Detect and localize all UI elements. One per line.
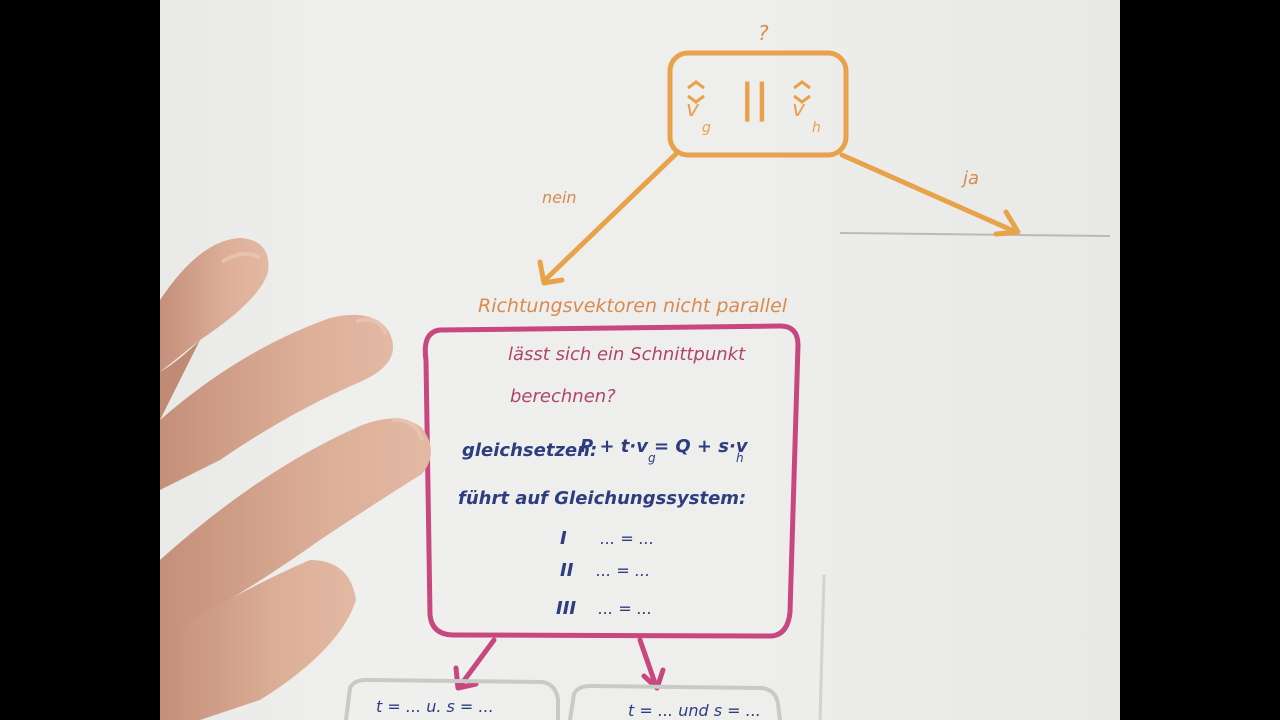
vector-g-label: v (686, 97, 700, 122)
paper-crease-line (839, 232, 1111, 237)
fingernail-1 (220, 251, 262, 264)
vector-arrow-icon (793, 80, 811, 104)
parallel-check-box (667, 50, 849, 158)
equation-system: I ... = ... II ... = ... III ... = ... (556, 528, 654, 619)
arrow-result-right (637, 637, 659, 689)
equation: P + t·v g = Q + s·v h (580, 436, 749, 465)
paper-edge-line (818, 574, 826, 720)
box-heading: Richtungsvektoren nicht parallel (478, 295, 788, 317)
result-box-right (568, 683, 782, 720)
finger-2 (160, 314, 394, 490)
vector-arrow-icon (687, 80, 705, 104)
system-row-content: ... = ... (598, 599, 652, 618)
intersection-box (422, 323, 801, 639)
palm (160, 560, 356, 720)
fingernail-2 (355, 317, 388, 335)
arrow-no-branch (542, 149, 681, 283)
branch-yes-label: ja (960, 168, 979, 189)
arrowhead-right (993, 209, 1021, 237)
vector-g-subscript: g (702, 120, 711, 136)
system-row-numeral: III (556, 598, 576, 619)
result-right-text: t = ... und s = ... (628, 701, 761, 720)
parallel-symbol: || (740, 76, 769, 123)
hand (160, 238, 431, 720)
hand-shadow (160, 340, 200, 420)
equation-left: P + t·v (580, 436, 649, 457)
system-row-numeral: I (560, 528, 567, 549)
question-line-1: lässt sich ein Schnittpunkt (508, 344, 746, 365)
arrowhead-left (537, 259, 565, 286)
system-row-content: ... = ... (600, 529, 654, 548)
vector-h-label: v (792, 97, 806, 122)
fingernail-3 (391, 417, 424, 441)
finger-3 (160, 418, 431, 640)
system-row-numeral: II (560, 560, 574, 581)
arrowhead-result-left (453, 665, 479, 691)
equation-sub-h: h (736, 451, 744, 465)
drawing-canvas: ? v g || v h nein ja Richtungsvektoren n… (160, 21, 1111, 720)
equation-sub-g: g (648, 451, 656, 465)
result-left-text: t = ... u. s = ... (376, 697, 494, 716)
paper-sheet: ? v g || v h nein ja Richtungsvektoren n… (160, 0, 1120, 720)
finger-1 (160, 238, 269, 372)
leads-to-label: führt auf Gleichungssystem: (458, 488, 746, 509)
branch-no-label: nein (542, 188, 577, 207)
question-line-2: berechnen? (510, 386, 616, 407)
system-row-content: ... = ... (596, 561, 650, 580)
arrow-result-left (457, 637, 497, 689)
question-mark: ? (758, 21, 769, 45)
result-box-left (344, 677, 560, 720)
equation-right: = Q + s·v (654, 436, 749, 457)
arrow-yes-branch (839, 152, 1019, 235)
vector-h-subscript: h (812, 120, 821, 136)
equate-label: gleichsetzen: (462, 440, 597, 461)
